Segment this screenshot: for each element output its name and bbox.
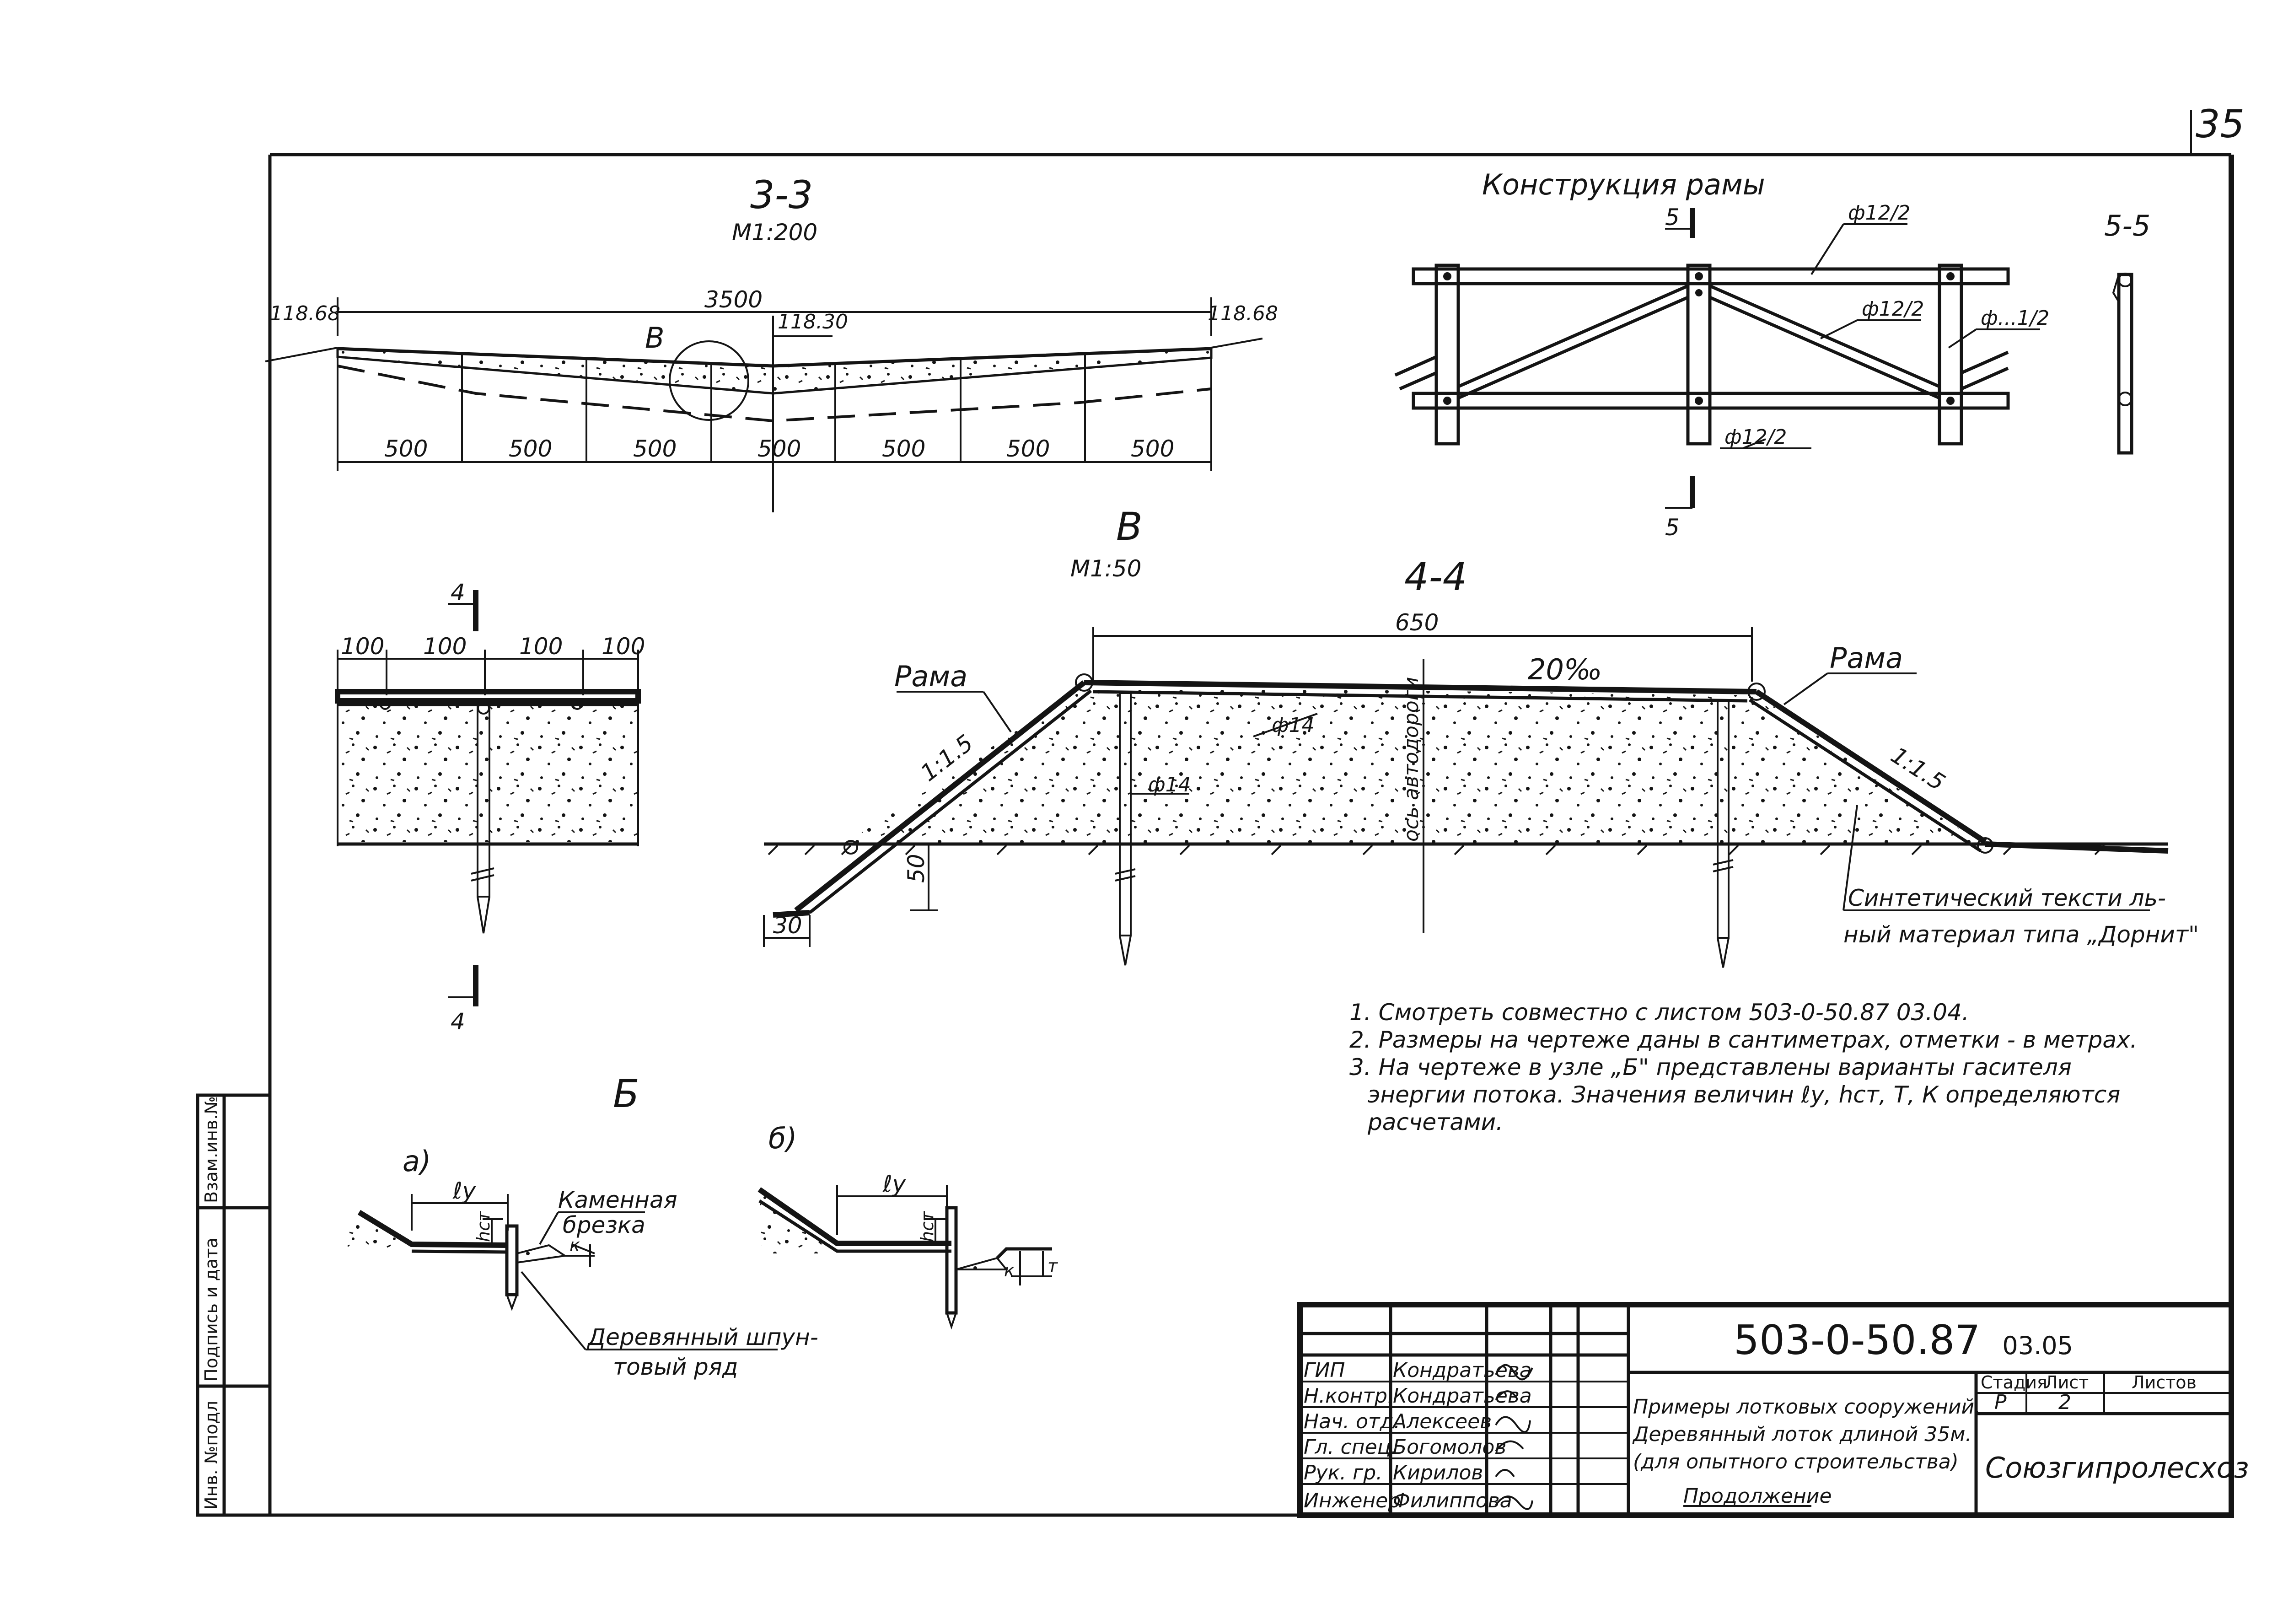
section-3-3: 3-3 М1:200 3500 118.68 118.30 118.68 В 5… [265, 172, 1278, 512]
note-1: 1. Смотреть совместно с листом 503-0-50.… [1349, 999, 1969, 1026]
section-5-5-title: 5-5 [2104, 209, 2150, 242]
name-3: Алексеев [1391, 1410, 1492, 1433]
dim-100-4: 100 [602, 633, 645, 660]
sheet-code-main: 503-0-50.87 [1734, 1317, 1980, 1364]
node-v-title: В [1116, 504, 1143, 549]
stamp-replace-label: Взам.инв.№ [201, 1096, 221, 1203]
name-2: Кондратьева [1393, 1384, 1532, 1408]
node-b-label: В [645, 321, 665, 355]
sheet-code-suffix: 03.05 [2002, 1331, 2073, 1360]
frame-label-2: ф12/2 [1862, 297, 1924, 321]
span-3: 500 [633, 436, 677, 462]
stamp-sign-label: Подпись и дата [201, 1237, 221, 1382]
width-650: 650 [1395, 609, 1439, 636]
sheet-pile-label-1: Деревянный шпун- [587, 1324, 818, 1350]
pipe-label-pile: ф14 [1148, 773, 1191, 796]
road-axis: ось автодороги [1400, 677, 1423, 842]
variant-b-k: к [1004, 1260, 1015, 1280]
span-1: 500 [384, 436, 428, 462]
section-4-4-title: 4-4 [1404, 554, 1467, 599]
role-3: Нач. отд. [1304, 1410, 1400, 1433]
frame-right-label: Рама [1830, 641, 1903, 675]
span-6: 500 [1006, 436, 1050, 462]
cut-4-bottom: 4 [451, 1008, 465, 1035]
variant-a-k: к [569, 1235, 580, 1255]
section-3-3-title: 3-3 [750, 172, 813, 217]
span-4: 500 [757, 436, 801, 462]
name-1: Кондратьева [1393, 1359, 1532, 1382]
slope-grade: 20‰ [1528, 653, 1602, 686]
span-5: 500 [882, 436, 925, 462]
note-5: расчетами. [1367, 1109, 1503, 1135]
section-3-3-scale: М1:200 [732, 219, 817, 246]
variant-b-hst: hст [917, 1210, 937, 1242]
textile-label-1: Синтетический тексти ль- [1848, 885, 2166, 911]
page-number: 35 [2196, 102, 2245, 146]
detail-b-title: Б [613, 1071, 639, 1116]
cut-4-top: 4 [451, 579, 465, 606]
description-2: Деревянный лоток длиной 35м. [1632, 1423, 1971, 1446]
textile-label-2: ный материал типа „Дорнит" [1843, 921, 2199, 948]
description-3: (для опытного строительства) [1633, 1450, 1959, 1473]
depth-50: 50 [903, 854, 929, 883]
side-stamp: Инв. №подл Подпись и дата Взам.инв.№ [196, 1093, 272, 1517]
name-4: Богомолов [1393, 1436, 1506, 1459]
sheets-header: Листов [2132, 1372, 2197, 1393]
organization: Союзгипролесхоз [1985, 1451, 2249, 1484]
role-2: Н.контр. [1304, 1384, 1394, 1408]
variant-a-ly: ℓу [452, 1178, 477, 1204]
stage-value: Р [1994, 1391, 2007, 1414]
detail-4-cut: 4 100 100 100 100 4 [335, 579, 645, 1035]
dim-100-2: 100 [423, 633, 467, 660]
dim-100-3: 100 [519, 633, 563, 660]
variant-a-label: а) [403, 1145, 431, 1178]
mid-mark: 118.30 [778, 310, 848, 333]
toe-30: 30 [773, 912, 802, 939]
role-1: ГИП [1304, 1359, 1345, 1382]
role-4: Гл. спец. [1304, 1436, 1397, 1459]
section-4-4: 4-4 650 20‰ ось авт [763, 554, 2199, 968]
frame-label-4: ф12/2 [1724, 425, 1787, 449]
role-6: Инженер [1304, 1489, 1401, 1512]
span-7: 500 [1131, 436, 1174, 462]
total-length: 3500 [704, 286, 763, 313]
note-3: 3. На чертеже в узле „Б" представлены ва… [1349, 1054, 2072, 1081]
variant-a-hst: hст [473, 1210, 494, 1242]
frame-title: Конструкция рамы [1482, 168, 1765, 201]
name-5: Кирилов [1393, 1461, 1483, 1484]
sheet-header: Лист [2045, 1372, 2089, 1393]
frame-label-3: ф...1/2 [1981, 307, 2049, 330]
stone-label-2: брезка [563, 1212, 645, 1238]
dim-100-1: 100 [341, 633, 384, 660]
stage-header: Стадия [1981, 1372, 2047, 1393]
sheet-value: 2 [2058, 1391, 2071, 1414]
left-mark: 118.68 [270, 302, 340, 325]
right-mark: 118.68 [1208, 302, 1278, 325]
name-6: Филиппова [1393, 1489, 1512, 1512]
title-block: ГИП Н.контр. Нач. отд. Гл. спец. Рук. гр… [1297, 1302, 2249, 1518]
notes: 1. Смотреть совместно с листом 503-0-50.… [1349, 999, 2138, 1135]
note-2: 2. Размеры на чертеже даны в сантиметрах… [1349, 1027, 2138, 1053]
variant-b-ly: ℓу [882, 1171, 907, 1197]
note-4: энергии потока. Значения величин ℓу, hст… [1368, 1081, 2120, 1108]
frame-construction: Конструкция рамы 5 5 ф12/2 ф12/2 ф. [1394, 168, 2150, 541]
description-1: Примеры лотковых сооружений. [1633, 1395, 1981, 1419]
sheet-pile-label-2: товый ряд [613, 1354, 738, 1380]
span-2: 500 [509, 436, 552, 462]
frame-label-1: ф12/2 [1848, 201, 1910, 225]
stamp-inv-label: Инв. №подл [201, 1401, 221, 1510]
variant-b-t: т [1047, 1256, 1058, 1276]
sheet-code: 503-0-50.87 03.05 [1734, 1317, 2073, 1364]
variant-b-label: б) [768, 1122, 797, 1155]
description-4: Продолжение [1683, 1484, 1832, 1508]
stone-label-1: Каменная [558, 1187, 677, 1213]
role-5: Рук. гр. [1304, 1461, 1382, 1484]
cut-5-top: 5 [1665, 204, 1680, 231]
detail-b: Б а) ℓу hст к Каменная брезка Деревянный… [348, 1071, 1058, 1380]
frame-left-label: Рама [894, 660, 967, 693]
cut-5-bottom: 5 [1665, 514, 1680, 541]
node-v-scale: М1:50 [1070, 555, 1141, 582]
